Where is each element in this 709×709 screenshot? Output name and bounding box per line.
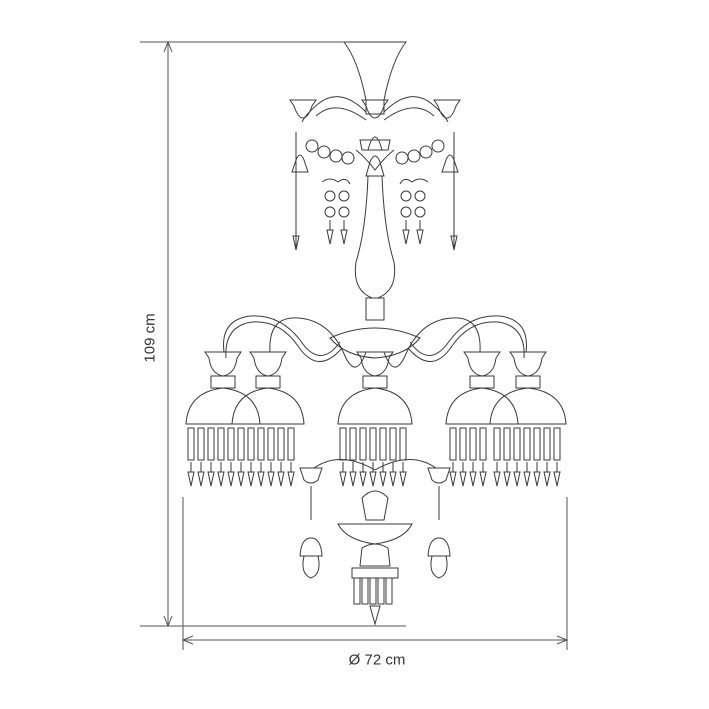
upper-cups — [289, 99, 461, 119]
height-dimension-line — [140, 40, 406, 628]
upper-center-ornament — [355, 136, 395, 171]
upper-bells — [291, 154, 459, 177]
lower-cups — [204, 351, 547, 389]
height-dimension-label: 109 cm — [141, 313, 159, 363]
canopy — [342, 41, 408, 115]
upper-pendants — [292, 132, 458, 251]
width-dimension-line — [181, 497, 569, 650]
lower-arms — [223, 315, 527, 368]
central-column — [329, 175, 421, 359]
bottom-small-arms — [299, 459, 451, 579]
domed-shades — [185, 387, 567, 425]
bead-garland — [305, 139, 445, 165]
width-dimension-label: Ø 72 cm — [348, 651, 406, 669]
crystal-curtains — [187, 427, 561, 487]
bottom-bowl — [337, 490, 413, 626]
